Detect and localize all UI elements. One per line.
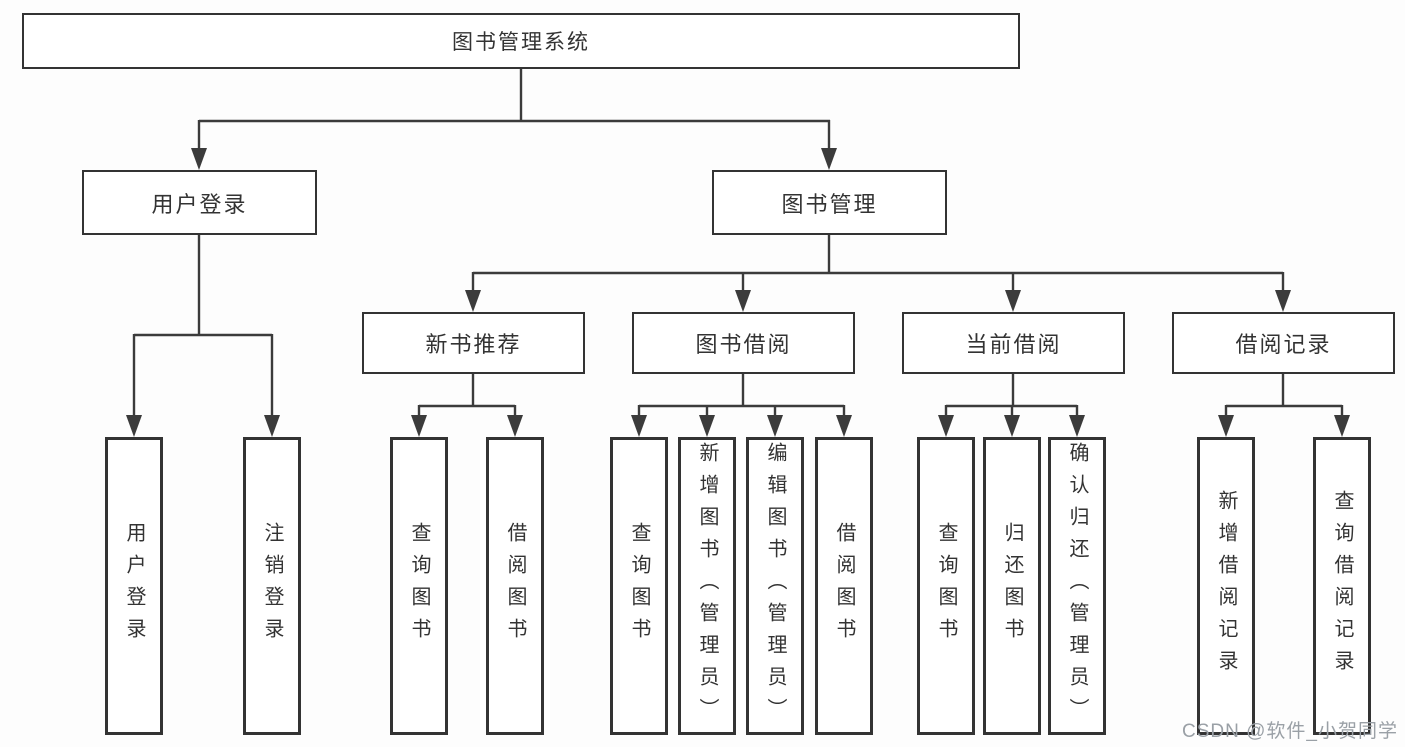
node-root-label: 图书管理系统 bbox=[452, 31, 590, 54]
node-new-book-recommend-label: 新书推荐 bbox=[425, 332, 522, 357]
node-borrow-record: 借阅记录 bbox=[1172, 312, 1395, 374]
leaf-query-borrow-record-label: 查询借阅记录 bbox=[1331, 490, 1353, 682]
node-book-management: 图书管理 bbox=[712, 170, 947, 235]
leaf-query-book-1-label: 查询图书 bbox=[408, 522, 430, 650]
leaf-query-book-3: 查询图书 bbox=[917, 437, 975, 735]
leaf-add-borrow-record-label: 新增借阅记录 bbox=[1215, 490, 1237, 682]
leaf-query-book-2: 查询图书 bbox=[610, 437, 668, 735]
leaf-logout: 注销登录 bbox=[243, 437, 301, 735]
leaf-query-book-2-label: 查询图书 bbox=[628, 522, 650, 650]
leaf-confirm-return-admin: 确认归还（管理员） bbox=[1048, 437, 1106, 735]
leaf-add-borrow-record: 新增借阅记录 bbox=[1197, 437, 1255, 735]
node-book-management-label: 图书管理 bbox=[781, 191, 878, 217]
node-current-borrow: 当前借阅 bbox=[902, 312, 1125, 374]
leaf-user-login-label: 用户登录 bbox=[123, 522, 145, 650]
leaf-user-login: 用户登录 bbox=[105, 437, 163, 735]
node-book-borrow: 图书借阅 bbox=[632, 312, 855, 374]
leaf-borrow-book-2-label: 借阅图书 bbox=[833, 522, 855, 650]
leaf-edit-book-admin-label: 编辑图书（管理员） bbox=[764, 442, 786, 730]
leaf-borrow-book-1-label: 借阅图书 bbox=[504, 522, 526, 650]
leaf-logout-label: 注销登录 bbox=[261, 522, 283, 650]
leaf-add-book-admin: 新增图书（管理员） bbox=[678, 437, 736, 735]
leaf-query-book-3-label: 查询图书 bbox=[935, 522, 957, 650]
node-book-borrow-label: 图书借阅 bbox=[695, 332, 792, 357]
node-borrow-record-label: 借阅记录 bbox=[1235, 332, 1332, 357]
node-current-borrow-label: 当前借阅 bbox=[965, 332, 1062, 357]
leaf-borrow-book-2: 借阅图书 bbox=[815, 437, 873, 735]
leaf-query-book-1: 查询图书 bbox=[390, 437, 448, 735]
leaf-add-book-admin-label: 新增图书（管理员） bbox=[696, 442, 718, 730]
leaf-edit-book-admin: 编辑图书（管理员） bbox=[746, 437, 804, 735]
node-new-book-recommend: 新书推荐 bbox=[362, 312, 585, 374]
node-user-login-label: 用户登录 bbox=[151, 191, 248, 217]
node-user-login: 用户登录 bbox=[82, 170, 317, 235]
node-root-library-system: 图书管理系统 bbox=[22, 13, 1020, 69]
leaf-return-book: 归还图书 bbox=[983, 437, 1041, 735]
leaf-query-borrow-record: 查询借阅记录 bbox=[1313, 437, 1371, 735]
leaf-return-book-label: 归还图书 bbox=[1001, 522, 1023, 650]
leaf-borrow-book-1: 借阅图书 bbox=[486, 437, 544, 735]
leaf-confirm-return-admin-label: 确认归还（管理员） bbox=[1066, 442, 1088, 730]
csdn-watermark: CSDN @软件_小贺同学 bbox=[1182, 721, 1398, 742]
